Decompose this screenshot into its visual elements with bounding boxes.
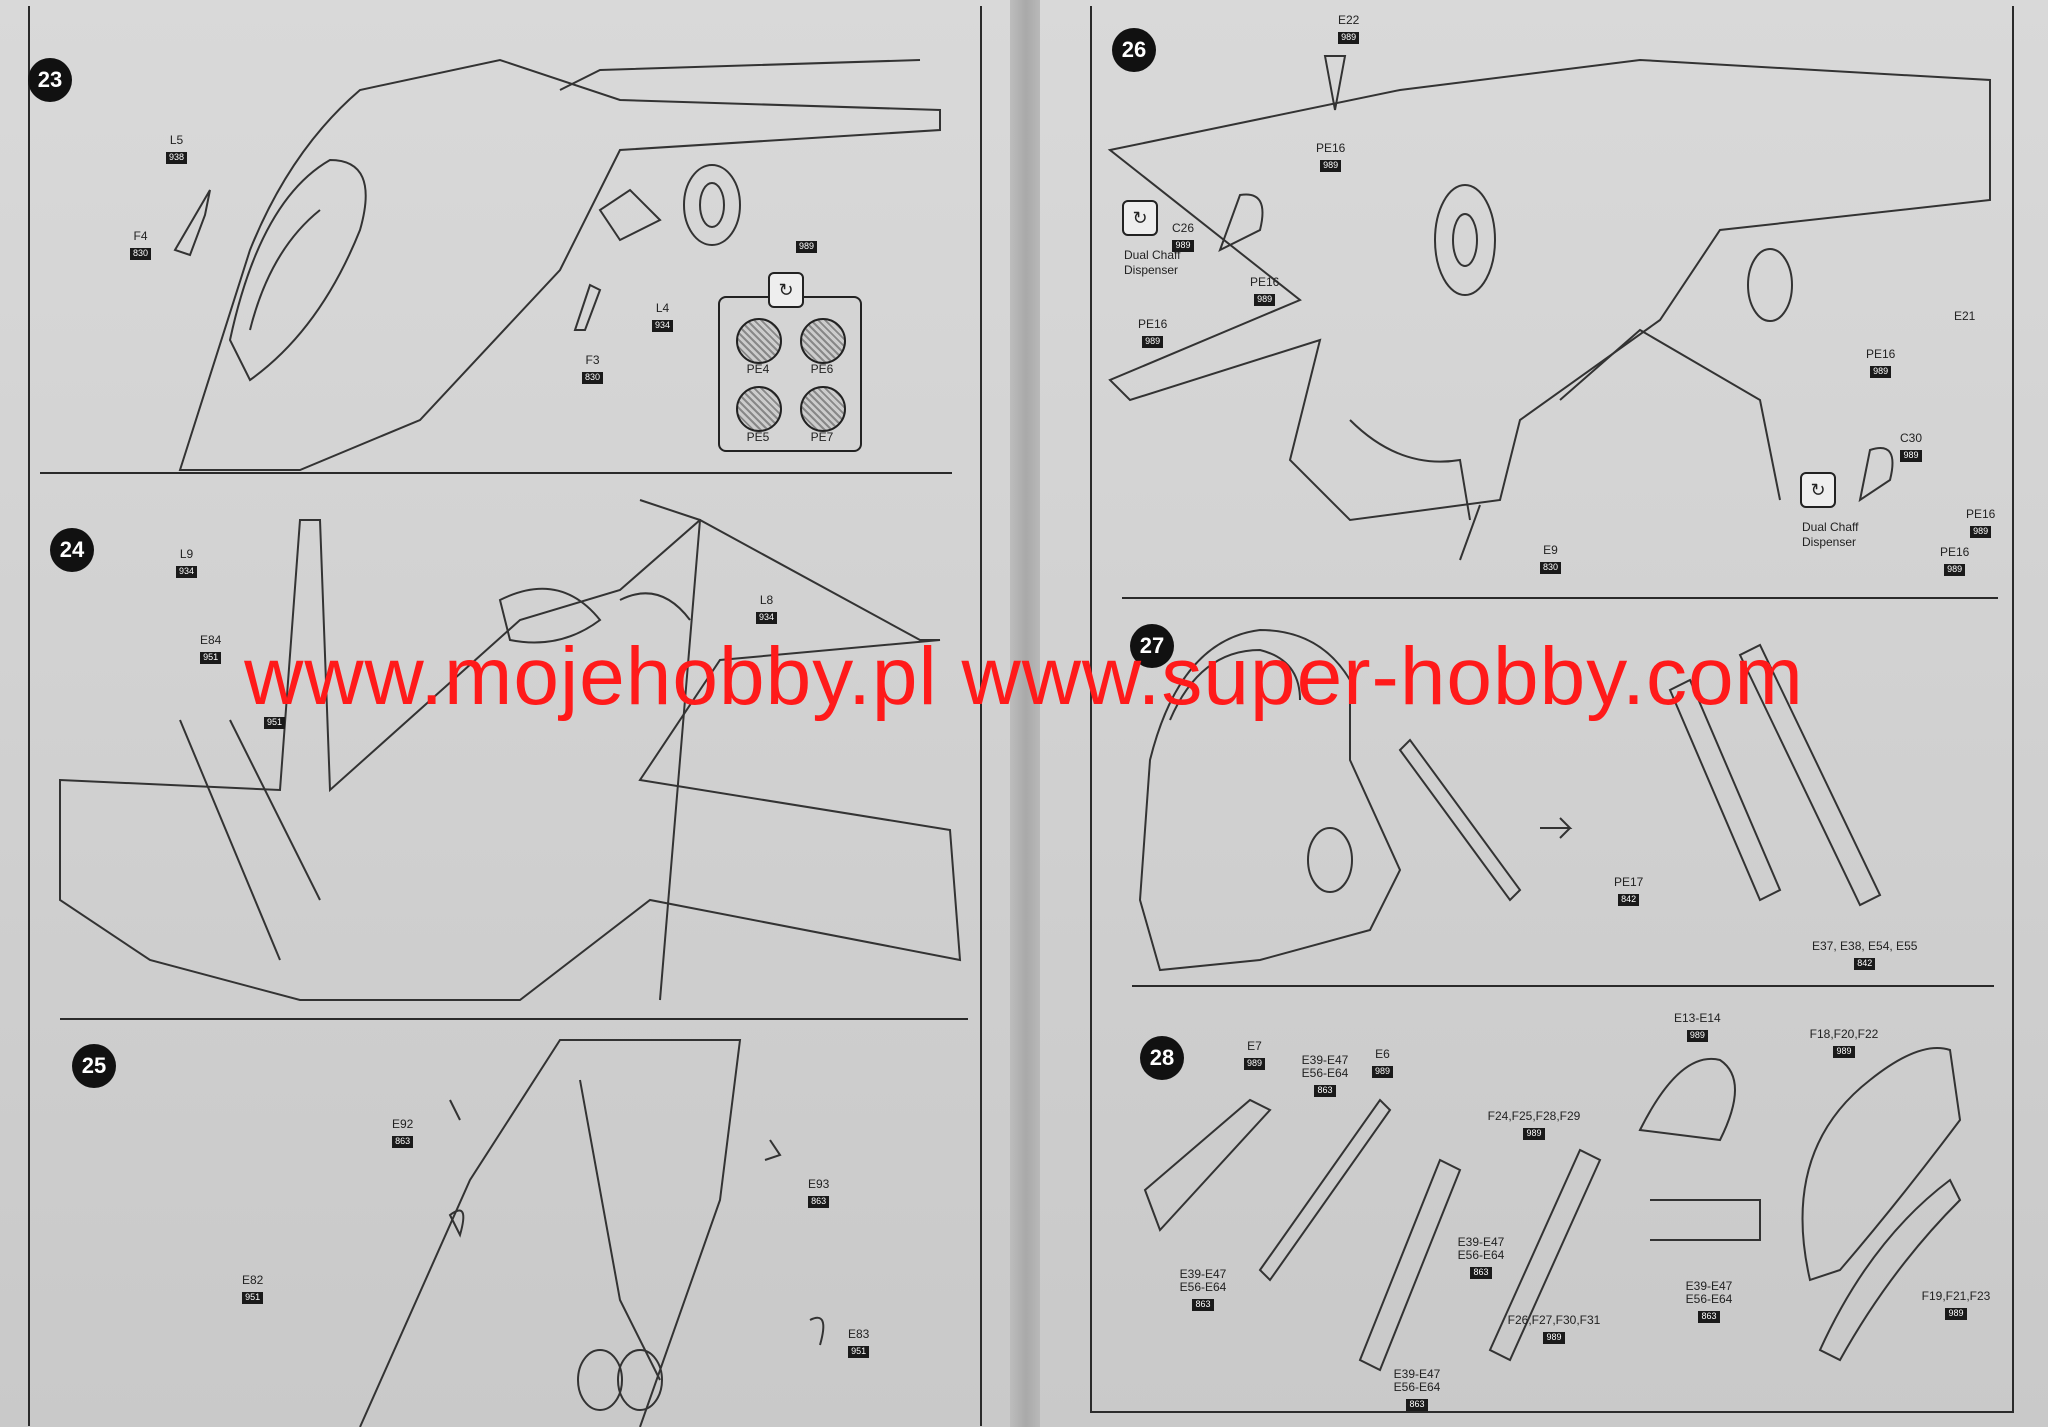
left-page — [0, 0, 1020, 1427]
right-frame — [1090, 6, 2014, 1413]
wheel-hub-icon — [800, 318, 846, 364]
step-25-number: 25 — [72, 1044, 116, 1088]
part-callout: 951 — [264, 712, 286, 730]
step-23-number: 23 — [28, 58, 72, 102]
wheel-hub-icon — [736, 386, 782, 432]
rotate-icon: ↻ — [1800, 472, 1836, 508]
wheel-hub-icon — [736, 318, 782, 364]
divider-27-28 — [1132, 985, 1994, 987]
step-24-number: 24 — [50, 528, 94, 572]
detail-label: PE4 — [746, 362, 770, 376]
detail-label: PE6 — [810, 362, 834, 376]
right-page — [1040, 0, 2048, 1427]
divider-24-25 — [60, 1018, 968, 1020]
rotate-icon: ↻ — [768, 272, 804, 308]
detail-label: PE7 — [810, 430, 834, 444]
wheel-hub-icon — [800, 386, 846, 432]
part-callout: 989 — [796, 236, 818, 254]
step-28-number: 28 — [1140, 1036, 1184, 1080]
part-callout: E21 — [1954, 309, 1976, 323]
chaff-dispenser-note: Dual Chaff Dispenser — [1124, 248, 1181, 277]
rotate-icon: ↻ — [1122, 200, 1158, 236]
step-26-number: 26 — [1112, 28, 1156, 72]
step-23-panel — [28, 6, 982, 1426]
divider-26-27 — [1122, 597, 1998, 599]
divider-23-24 — [40, 472, 952, 474]
step-27-number: 27 — [1130, 624, 1174, 668]
watermark-text: www.mojehobby.pl www.super-hobby.com — [244, 631, 1804, 722]
detail-label: PE5 — [746, 430, 770, 444]
chaff-dispenser-note: Dual Chaff Dispenser — [1802, 520, 1859, 549]
